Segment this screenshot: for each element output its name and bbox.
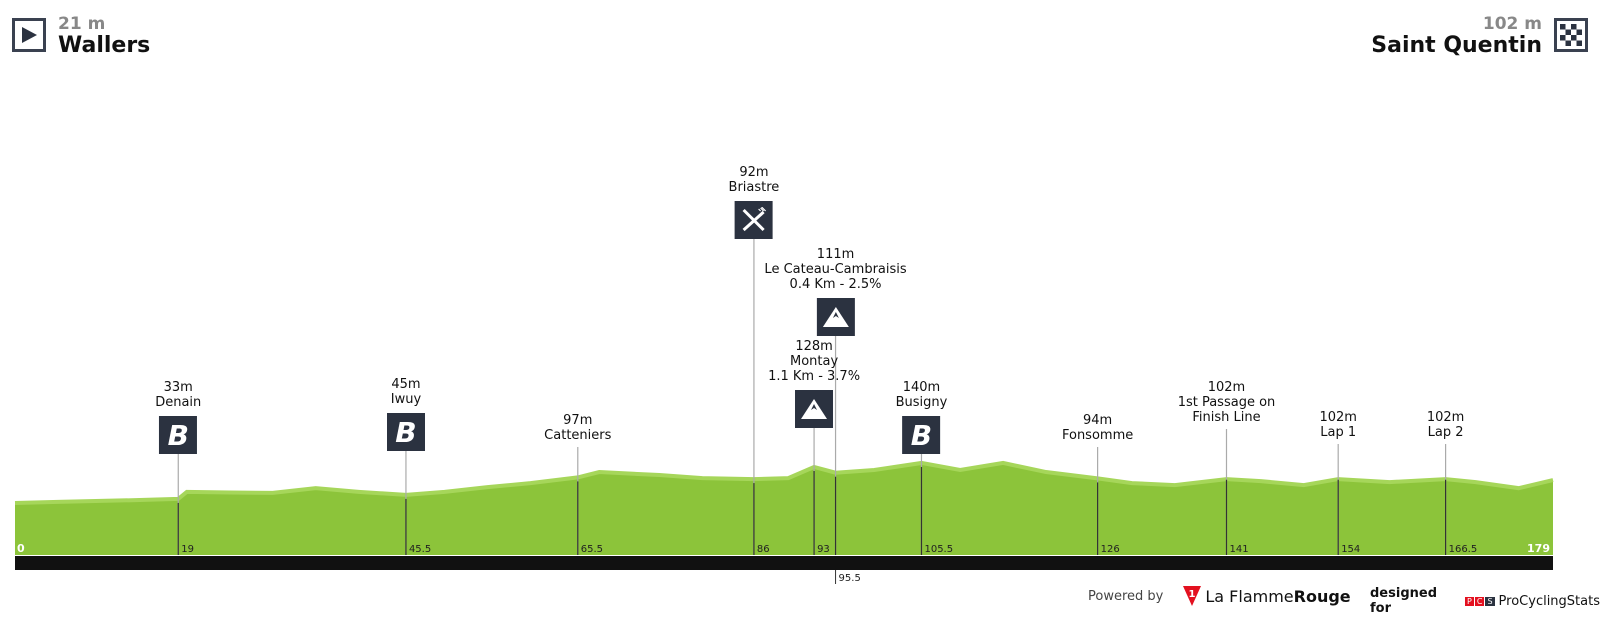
marker-label: Denain — [155, 395, 202, 410]
km-start-label: 0 — [17, 542, 25, 555]
bonus-sprint-icon: B — [902, 416, 941, 454]
marker-label: 1.1 Km - 3.7% — [768, 369, 861, 384]
marker-altitude: 97m — [563, 413, 593, 428]
marker-altitude: 128m — [795, 339, 833, 354]
finish-altitude: 102 m — [1482, 14, 1542, 34]
bonus-sprint-icon: B — [386, 413, 425, 451]
km-label: 141 — [1229, 544, 1248, 555]
elevation-line — [14, 460, 1554, 505]
start-altitude: 21 m — [58, 14, 106, 34]
mountain-icon — [795, 390, 834, 428]
marker-label: Lap 2 — [1427, 425, 1464, 440]
marker-label: 1st Passage on — [1177, 395, 1276, 410]
km-label: 95.5 — [839, 573, 861, 584]
marker-altitude: 45m — [391, 377, 421, 392]
marker-label: Lap 1 — [1320, 425, 1357, 440]
start-name: Wallers — [58, 33, 151, 58]
km-label-bg — [835, 571, 866, 584]
mountain-icon — [816, 298, 855, 336]
marker-label: Briastre — [728, 180, 780, 195]
fork-knife-icon — [734, 201, 773, 239]
km-label: 166.5 — [1449, 544, 1478, 555]
marker-label: Fonsomme — [1061, 428, 1134, 443]
finish-name: Saint Quentin — [1371, 33, 1542, 58]
km-label: 45.5 — [409, 544, 431, 555]
marker-altitude: 92m — [739, 165, 769, 180]
start-header: 21 m Wallers — [12, 14, 150, 58]
marker-altitude: 102m — [1319, 410, 1357, 425]
powered-by-label: Powered by — [1088, 588, 1164, 604]
marker-label: Catteniers — [544, 428, 612, 443]
checkered-flag-icon — [1554, 18, 1588, 52]
marker-altitude: 33m — [163, 380, 193, 395]
bonus-sprint-icon: B — [159, 416, 198, 454]
marker-label: Finish Line — [1192, 410, 1261, 425]
km-label: 65.5 — [581, 544, 603, 555]
play-icon — [12, 18, 46, 52]
marker-label: Le Cateau-Cambraisis — [764, 262, 907, 277]
finish-header: 102 m Saint Quentin — [1371, 14, 1588, 58]
marker-altitude: 102m — [1426, 410, 1465, 425]
distance-bar — [15, 556, 1553, 570]
marker-altitude: 102m — [1207, 380, 1246, 395]
designed-for-label: designed for — [1370, 586, 1437, 616]
svg-text:1: 1 — [1189, 589, 1196, 600]
km-end-label: 179 — [1527, 542, 1550, 555]
marker-altitude: 111m — [816, 247, 855, 262]
marker-label: 0.4 Km - 2.5% — [789, 277, 882, 292]
marker-altitude: 140m — [902, 380, 941, 395]
km-label: 86 — [757, 544, 770, 555]
km-label: 126 — [1101, 544, 1120, 555]
marker-label: Iwuy — [390, 392, 422, 407]
pcs-name: ProCyclingStats — [1498, 593, 1600, 609]
km-label: 19 — [181, 544, 194, 555]
km-label: 154 — [1341, 544, 1360, 555]
km-label: 93 — [817, 544, 830, 555]
marker-label: Montay — [789, 354, 839, 369]
km-label: 105.5 — [924, 544, 953, 555]
marker-label: Busigny — [895, 395, 948, 410]
marker-altitude: 94m — [1082, 413, 1113, 428]
